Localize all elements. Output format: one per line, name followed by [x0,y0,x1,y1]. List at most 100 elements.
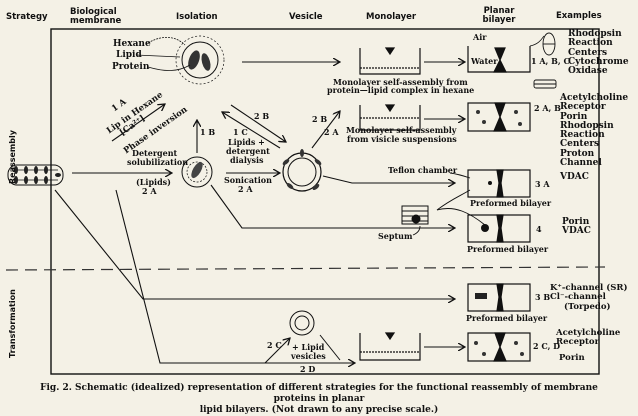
caption-monolayer-vesicle-1: Monolayer self-assembly [346,125,457,135]
caption-monolayer-hexane-2: protein—lipid complex in hexane [327,85,475,95]
label-detergent: Detergent [132,148,178,158]
example-item: Centers [568,47,608,58]
label-1b: 1 B [200,127,216,137]
examples-row4: Porin VDAC [562,217,591,237]
monolayer-trough-3 [359,332,421,361]
label-teflon-chamber: Teflon chamber [388,165,458,175]
example-item: VDAC [560,172,589,182]
header-monolayer: Monolayer [366,12,417,22]
example-item: Cl⁻-channel [550,292,606,303]
label-water: Water [471,56,498,66]
bilayer-chamber-2cd [467,332,531,362]
arrow-vesicle-to-3a [322,175,455,183]
examples-row1: Rhodopsin Reaction Centers Cytochrome Ox… [568,29,629,77]
label-detergent-dialysis-2: dialysis [230,155,264,165]
label-1c: 1 C [233,127,248,137]
header-examples: Examples [556,11,602,21]
bilayer-chamber-1 [467,46,531,73]
arrow-2c [264,338,290,364]
code-row5: 3 B [535,292,551,302]
code-row6: 2 C, D [533,341,561,351]
header-strategy: Strategy [6,12,48,22]
label-2b-upper: 2 B [254,111,270,121]
caption-monolayer-hexane-1: Monolayer self-assembly from [333,77,468,87]
arrow-membrane-to-2d [115,189,355,363]
example-item: (Torpedo) [564,301,611,312]
caption-line-1: Fig. 2. Schematic (idealized) representa… [40,383,598,404]
arrow-1c [222,112,281,149]
label-lipids-plus: Lipids + [228,137,265,147]
example-item: VDAC [562,226,591,237]
example-item: Centers [560,139,600,150]
section-divider [5,266,606,271]
example-item: Cytochrome [568,56,629,67]
label-hexane: Hexane [113,39,151,49]
figure-caption: Fig. 2. Schematic (idealized) representa… [30,383,608,416]
label-lipid-vesicles-2: vesicles [291,351,326,361]
label-preformed-3b: Preformed bilayer [466,313,548,323]
example-item: Acetylcholine [556,328,621,338]
example-item: Proton [560,148,595,159]
protein-icon-row2 [533,79,557,89]
code-row4: 4 [536,224,542,234]
detergent-micelle [181,156,213,188]
section-transformation: Transformation [8,289,17,358]
arrow-micelle-to-4 [210,184,455,228]
bilayer-chamber-2 [467,102,531,132]
bilayer-chamber-4 [467,214,531,243]
example-item: Channel [560,158,602,169]
label-sonication-code: 2 A [238,184,253,194]
outer-frame [50,28,600,375]
example-item: Porin [560,111,588,122]
monolayer-trough-1 [359,47,421,75]
header-isolation: Isolation [176,12,218,22]
label-2d: 2 D [300,364,316,374]
label-lipids: (Lipids) [136,177,171,187]
label-sonication: Sonication [224,175,272,185]
examples-row2: Acetylcholine Receptor Porin Rhodopsin R… [560,93,629,169]
example-item: Acetylcholine [560,93,629,103]
monolayer-trough-2 [359,104,421,131]
label-preformed-3a: Preformed bilayer [470,198,552,208]
examples-row6a: Acetylcholine Receptor [556,328,621,348]
example-item: Reaction [560,130,605,141]
protein-icon-row1 [542,32,556,56]
example-item: K⁺-channel (SR) [550,283,628,293]
header-biological-membrane: Biological membrane [70,7,122,26]
label-detergent-dialysis-1: detergent [226,146,270,156]
biological-membrane [7,164,64,186]
caption-line-2: lipid bilayers. (Not drawn to any precis… [199,405,439,415]
code-row1: 1 A, B, C [531,56,570,66]
label-lipids-code: 2 A [142,186,157,196]
example-item: Receptor [556,337,600,348]
section-reassembly: Reassembly [8,130,17,184]
arrow-lipid-vesicles [319,334,341,361]
examples-row5: K⁺-channel (SR) Cl⁻-channel (Torpedo) [550,283,628,312]
arrow-2a-to-monolayer [311,111,340,149]
septum [401,205,429,225]
example-item: Rhodopsin [568,29,622,39]
example-item: Oxidase [568,66,608,77]
bilayer-chamber-3b [467,283,531,312]
label-lipid-vesicles-1: + Lipid [292,342,325,352]
label-solubilization: solubilization [127,157,189,167]
arrow-membrane-to-3b [54,189,455,299]
label-preformed-4: Preformed bilayer [467,244,549,254]
example-item: Rhodopsin [560,120,614,131]
label-septum: Septum [378,231,413,241]
label-2c: 2 C [267,340,282,350]
caption-monolayer-vesicle-2: from visicle suspensions [347,134,457,144]
examples-row3: VDAC [560,172,589,182]
label-2b-lower: 2 B [312,114,328,124]
label-protein: Protein [112,62,150,72]
vesicle [282,149,322,192]
example-item: Porin [559,353,585,363]
bilayer-chamber-3a [467,169,531,198]
header-planar-bilayer: Planar bilayer [482,6,516,25]
code-row3: 3 A [535,179,550,189]
arrow-1a [111,104,165,142]
code-row2: 2 A, B [534,103,561,113]
label-lipid: Lipid [116,50,142,60]
example-item: Porin [562,217,590,227]
